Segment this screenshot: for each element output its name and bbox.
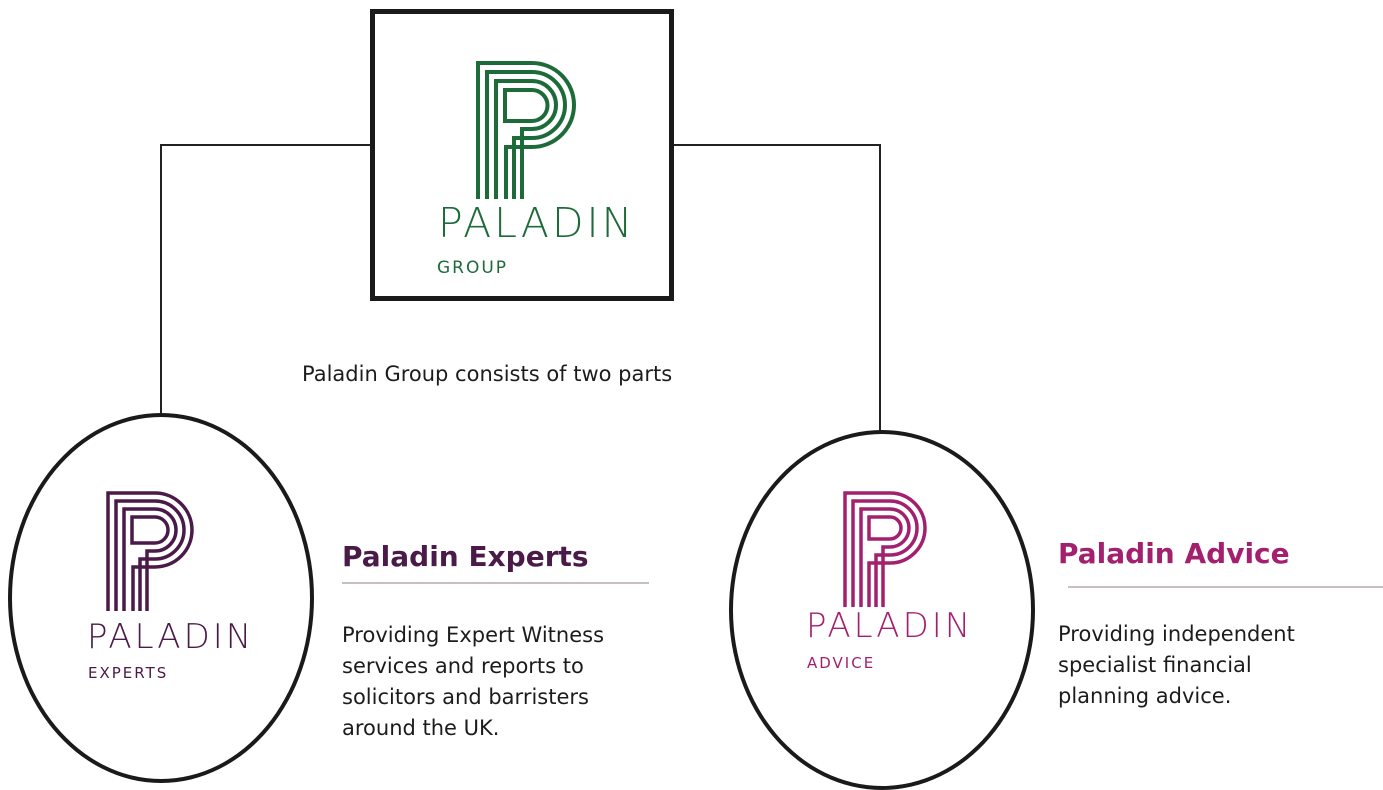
group-logo-wordmark: PALADIN	[438, 199, 636, 247]
experts-description-line-2: services and reports to	[342, 654, 584, 678]
advice-heading-underline	[1068, 586, 1383, 588]
advice-description-line-3: planning advice.	[1058, 684, 1232, 708]
experts-heading: Paladin Experts	[342, 540, 589, 573]
paladin-experts-p-monogram-icon	[106, 491, 194, 611]
experts-description: Providing Expert Witness services and re…	[342, 620, 604, 744]
connector-right-vertical	[879, 144, 881, 433]
experts-description-line-1: Providing Expert Witness	[342, 623, 605, 647]
connector-right-horizontal	[673, 144, 880, 146]
advice-heading: Paladin Advice	[1058, 537, 1290, 570]
paladin-group-logo-box: PALADIN GROUP	[370, 9, 674, 301]
advice-description-line-2: specialist financial	[1058, 653, 1252, 677]
paladin-experts-logo-circle: PALADIN EXPERTS	[8, 413, 314, 783]
advice-logo-wordmark: PALADIN	[806, 606, 974, 646]
experts-heading-underline	[342, 582, 649, 584]
experts-logo-subtitle: EXPERTS	[88, 664, 169, 682]
connector-left-horizontal	[161, 144, 371, 146]
paladin-advice-logo-circle: PALADIN ADVICE	[729, 430, 1035, 790]
advice-logo-subtitle: ADVICE	[807, 654, 876, 672]
paladin-group-p-monogram-icon	[476, 61, 576, 199]
experts-description-line-4: around the UK.	[342, 716, 500, 740]
advice-description-line-1: Providing independent	[1058, 622, 1295, 646]
advice-description: Providing independent specialist financi…	[1058, 619, 1295, 712]
experts-description-line-3: solicitors and barristers	[342, 685, 589, 709]
diagram-caption: Paladin Group consists of two parts	[302, 362, 673, 386]
connector-left-vertical	[160, 144, 162, 416]
experts-logo-wordmark: PALADIN	[87, 617, 255, 657]
group-logo-subtitle: GROUP	[437, 258, 509, 278]
paladin-advice-p-monogram-icon	[843, 491, 927, 607]
